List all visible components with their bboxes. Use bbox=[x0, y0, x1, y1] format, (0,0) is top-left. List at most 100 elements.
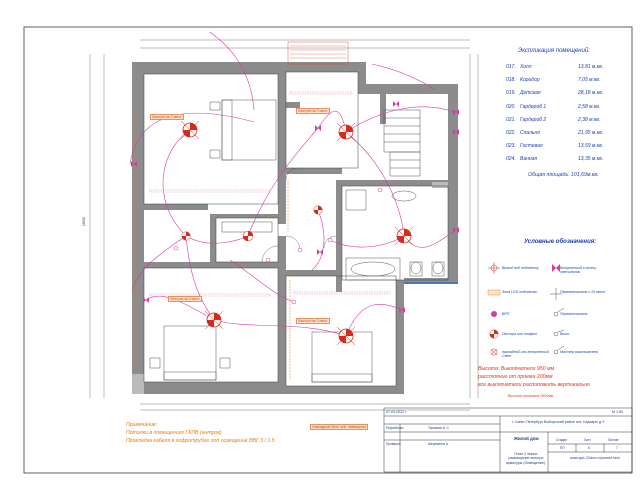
explication-name: Гардероб 1 bbox=[520, 103, 547, 110]
wiring-lines bbox=[129, 31, 457, 337]
wall-lamp-icon bbox=[315, 125, 321, 131]
legend-item: Вывод под подсветку bbox=[502, 266, 539, 270]
explication-name: Детская bbox=[520, 90, 541, 97]
explication-num: 021. bbox=[506, 116, 516, 123]
wall-lamp-icon bbox=[453, 129, 459, 135]
explication-name: Гардероб 2 bbox=[520, 116, 547, 123]
tb-sheets-head: Листов bbox=[608, 438, 619, 442]
outlet-light-icon bbox=[488, 262, 500, 274]
switch-icon bbox=[265, 257, 271, 263]
tb-drawing: План 2 этажа: размещение электро арматур… bbox=[505, 452, 547, 465]
chandelier-icon bbox=[181, 231, 191, 241]
explication-area: 2,38 м.кв. bbox=[578, 116, 601, 123]
explication-num: 017. bbox=[506, 64, 516, 70]
revision-stamp bbox=[287, 41, 349, 65]
chandelier-tag: Люстра на 2 мест. bbox=[150, 114, 184, 120]
led-block-tag: Накладной блок осв. освещения bbox=[310, 424, 369, 430]
tb-role-1: Разработал bbox=[386, 426, 404, 430]
room-outlines bbox=[143, 71, 449, 387]
explication-name: Коридор bbox=[520, 77, 540, 84]
led-zones bbox=[149, 91, 391, 297]
explication-num: 018. bbox=[506, 77, 516, 84]
wall-lamp-legend-icon bbox=[552, 264, 560, 272]
chandelier-tag: Люстра на 2 мест. bbox=[296, 318, 330, 324]
tb-date: 07.03.2022 г. bbox=[386, 410, 407, 414]
legend-item: Зона LED подсветки bbox=[502, 290, 538, 294]
tb-scale: М 1:50 bbox=[612, 410, 623, 414]
switch-icon bbox=[377, 187, 383, 193]
explication-area: 21,95 м.кв. bbox=[578, 130, 604, 136]
wall-lamp-icon bbox=[393, 101, 399, 107]
tb-name-2: Шереметов А. bbox=[428, 442, 449, 446]
sheet-frame bbox=[23, 26, 633, 474]
chandelier-icon bbox=[242, 230, 254, 242]
explication-area: 2,58 м.кв. bbox=[578, 103, 601, 110]
switch-symbols bbox=[173, 187, 383, 305]
chandelier-legend-icon bbox=[489, 329, 499, 339]
tb-stage: ПП bbox=[560, 446, 565, 450]
tb-role-2: Проверил bbox=[386, 442, 401, 446]
explication-num: 024. bbox=[506, 156, 516, 163]
led-zone-legend-icon bbox=[487, 289, 501, 296]
tb-site: www.spb-22dom.ru/proekt.html bbox=[570, 456, 620, 460]
height-note-3: все выключатели расположить вертикально bbox=[478, 382, 590, 388]
tb-sheet: 6 bbox=[588, 446, 590, 450]
explication-name: Спальня bbox=[520, 130, 540, 136]
distribution-board-icon bbox=[491, 311, 497, 317]
explication-area: 7,05 м.кв. bbox=[578, 77, 601, 84]
dimension-left-total: 16900 bbox=[82, 217, 86, 226]
master-switch-icon bbox=[553, 345, 565, 355]
dimension-lines bbox=[89, 39, 479, 411]
explication-num: 023. bbox=[506, 143, 516, 150]
legend-item: Выкл. bbox=[560, 332, 570, 336]
explication-area: 13,35 м.кв. bbox=[578, 156, 604, 163]
height-note-2: расстояние от проема 200мм bbox=[478, 374, 553, 380]
switch-legend-icon bbox=[553, 307, 565, 317]
legend-item: ВРП bbox=[502, 312, 510, 316]
explication-title: Экспликация помещений: bbox=[518, 48, 590, 54]
switch-icon bbox=[327, 237, 333, 243]
switch-icon bbox=[297, 247, 303, 253]
legend-symbols bbox=[487, 262, 565, 356]
wall-lamp-icon bbox=[399, 307, 405, 313]
wall-lamp-icon bbox=[453, 227, 459, 233]
tb-name-1: Тарханов А. С. bbox=[428, 426, 450, 430]
notes-line-2: Прокладка кабеля в гофротрубах под освещ… bbox=[126, 438, 275, 444]
chandelier-icon bbox=[394, 226, 414, 246]
tb-object: Жилой дом bbox=[514, 436, 539, 441]
furniture bbox=[149, 99, 445, 383]
chandelier-icon bbox=[313, 205, 323, 215]
explication-name: Гостевая bbox=[520, 143, 543, 150]
notes-line-1: Потолки в помещениях ГКЛВ (антрок) bbox=[126, 430, 222, 436]
title-block-grid bbox=[383, 407, 633, 473]
legend-title: Условные обозначения: bbox=[524, 239, 597, 245]
explication-area: 28,18 м.кв. bbox=[578, 90, 604, 97]
explication-num: 019. bbox=[506, 90, 516, 97]
chandelier-icon bbox=[204, 310, 224, 330]
chandelier-tag: Люстра на 2 мест. bbox=[296, 108, 330, 114]
notes-title: Примечание: bbox=[126, 422, 158, 428]
wall-infill bbox=[132, 182, 448, 394]
spotlight-legend-icon bbox=[490, 348, 498, 356]
wall-lamp-icon bbox=[143, 297, 149, 303]
tb-sheets: 7 bbox=[616, 446, 618, 450]
explication-num: 022. bbox=[506, 130, 516, 136]
tb-sheet-head: Лист bbox=[584, 438, 591, 442]
revision-stamp-lines bbox=[290, 45, 346, 59]
wall-lamp-icon bbox=[131, 161, 137, 167]
legend-item: Переключатель bbox=[560, 312, 588, 316]
legend-item: Люстра или плафон bbox=[502, 332, 537, 336]
chandelier-symbols bbox=[180, 120, 414, 346]
explication-area: 13,81 м.кв. bbox=[578, 64, 604, 70]
chandelier-tag: Люстра на 2 мест. bbox=[168, 296, 202, 302]
legend-item: Переключатель с 2х мест bbox=[560, 290, 606, 294]
wall-lamp-icon bbox=[453, 109, 459, 115]
legend-item: Встроенный в стену светильник bbox=[560, 266, 597, 274]
toggle-legend-icon bbox=[553, 329, 565, 337]
height-note-1: Высота: Выключатели 950 мм bbox=[478, 366, 555, 372]
total-area: Общая площадь: 101,69м.кв. bbox=[528, 172, 599, 178]
switch-icon bbox=[173, 245, 179, 251]
two-way-switch-icon bbox=[550, 288, 562, 300]
tb-address: г. Санкт-Петербург Выборгский район пос.… bbox=[512, 420, 605, 424]
